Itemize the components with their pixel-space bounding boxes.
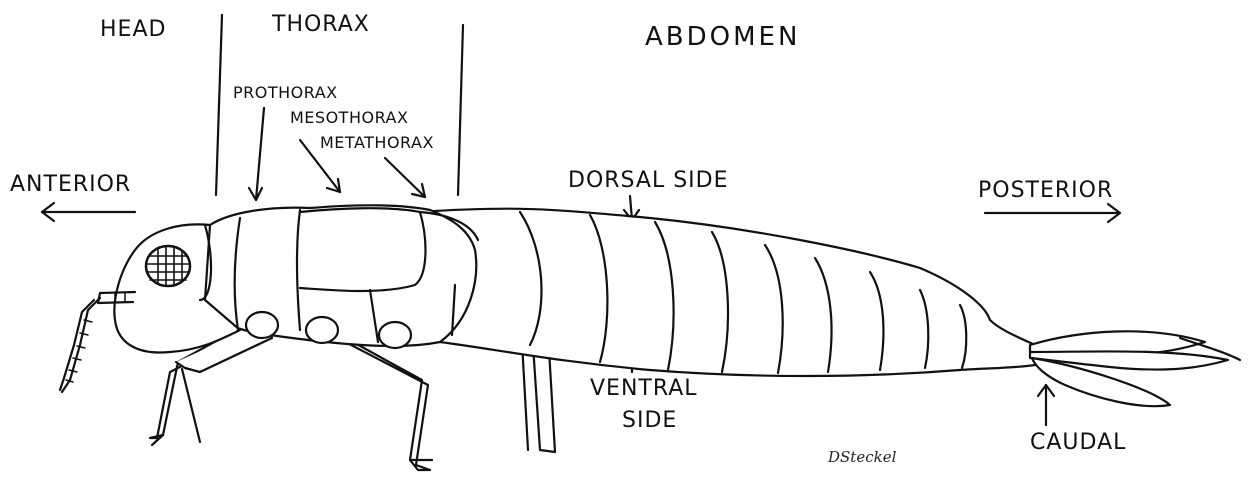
- compound-eye: [146, 246, 190, 286]
- head-thorax-divider: [216, 15, 222, 195]
- prothorax-label: PROTHORAX: [233, 83, 338, 102]
- posterior-label: POSTERIOR: [978, 178, 1113, 203]
- caudal-label: CAUDAL: [1030, 430, 1126, 455]
- thorax-abdomen-divider: [458, 25, 463, 195]
- mesothorax-label: MESOTHORAX: [290, 108, 408, 127]
- artist-signature: DSteckel: [828, 448, 896, 466]
- prothorax-arrow: [249, 108, 264, 200]
- abdomen-label: ABDOMEN: [645, 22, 800, 52]
- caudal-arrow: [1038, 385, 1054, 425]
- head-label: HEAD: [100, 17, 166, 42]
- dorsal-side-label: DORSAL SIDE: [568, 168, 729, 193]
- metathorax-arrow: [385, 158, 425, 197]
- anterior-label: ANTERIOR: [10, 172, 131, 197]
- side-label: SIDE: [622, 408, 677, 433]
- insect-body: [114, 205, 1035, 376]
- posterior-arrow: [985, 204, 1120, 222]
- ventral-label: VENTRAL: [590, 376, 698, 401]
- metathorax-label: METATHORAX: [320, 133, 434, 152]
- anterior-arrow: [42, 203, 135, 221]
- thorax-label: THORAX: [272, 12, 370, 37]
- caudal-gills: [1030, 331, 1240, 406]
- thorax-outline: [200, 205, 476, 346]
